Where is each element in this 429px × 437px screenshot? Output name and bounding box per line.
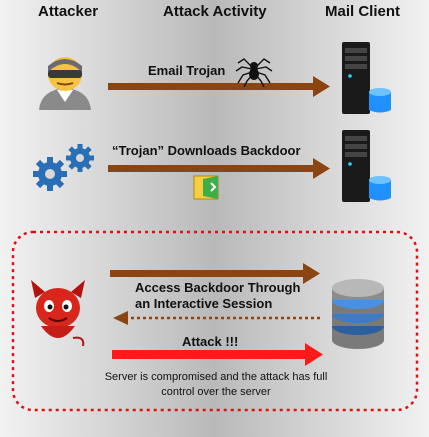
step-email-trojan-label: Email Trojan xyxy=(148,63,226,78)
header-attack-activity: Attack Activity xyxy=(163,3,267,20)
step-attack-label: Attack !!! xyxy=(182,334,239,349)
backdoor-door-icon xyxy=(193,175,219,200)
downloads-backdoor-arrow xyxy=(108,158,330,179)
compromise-note-line1: Server is compromised and the attack has… xyxy=(104,371,328,383)
masked-attacker-icon xyxy=(39,57,91,110)
step-access-backdoor-label: Access Backdoor Through an Interactive S… xyxy=(135,280,300,312)
header-mail-client: Mail Client xyxy=(325,3,401,20)
header-attacker: Attacker xyxy=(38,3,99,20)
database-server-icon xyxy=(332,279,384,349)
step-downloads-backdoor-label: “Trojan” Downloads Backdoor xyxy=(112,143,301,158)
devil-icon xyxy=(31,280,85,347)
access-backdoor-arrow xyxy=(110,263,320,284)
compromise-note-line2: control over the server xyxy=(161,386,271,398)
spider-icon xyxy=(235,58,273,87)
email-trojan-arrow xyxy=(108,76,330,97)
mail-server-icon-2 xyxy=(342,130,391,202)
compromise-zone-border xyxy=(11,230,419,412)
return-session-arrow xyxy=(113,311,320,325)
mail-server-icon xyxy=(342,42,391,114)
step-access-backdoor-line2: an Interactive Session xyxy=(135,296,273,311)
gears-icon xyxy=(33,144,94,191)
compromise-note: Server is compromised and the attack has… xyxy=(98,370,334,400)
attack-arrow xyxy=(112,343,323,366)
step-access-backdoor-line1: Access Backdoor Through xyxy=(135,280,301,295)
